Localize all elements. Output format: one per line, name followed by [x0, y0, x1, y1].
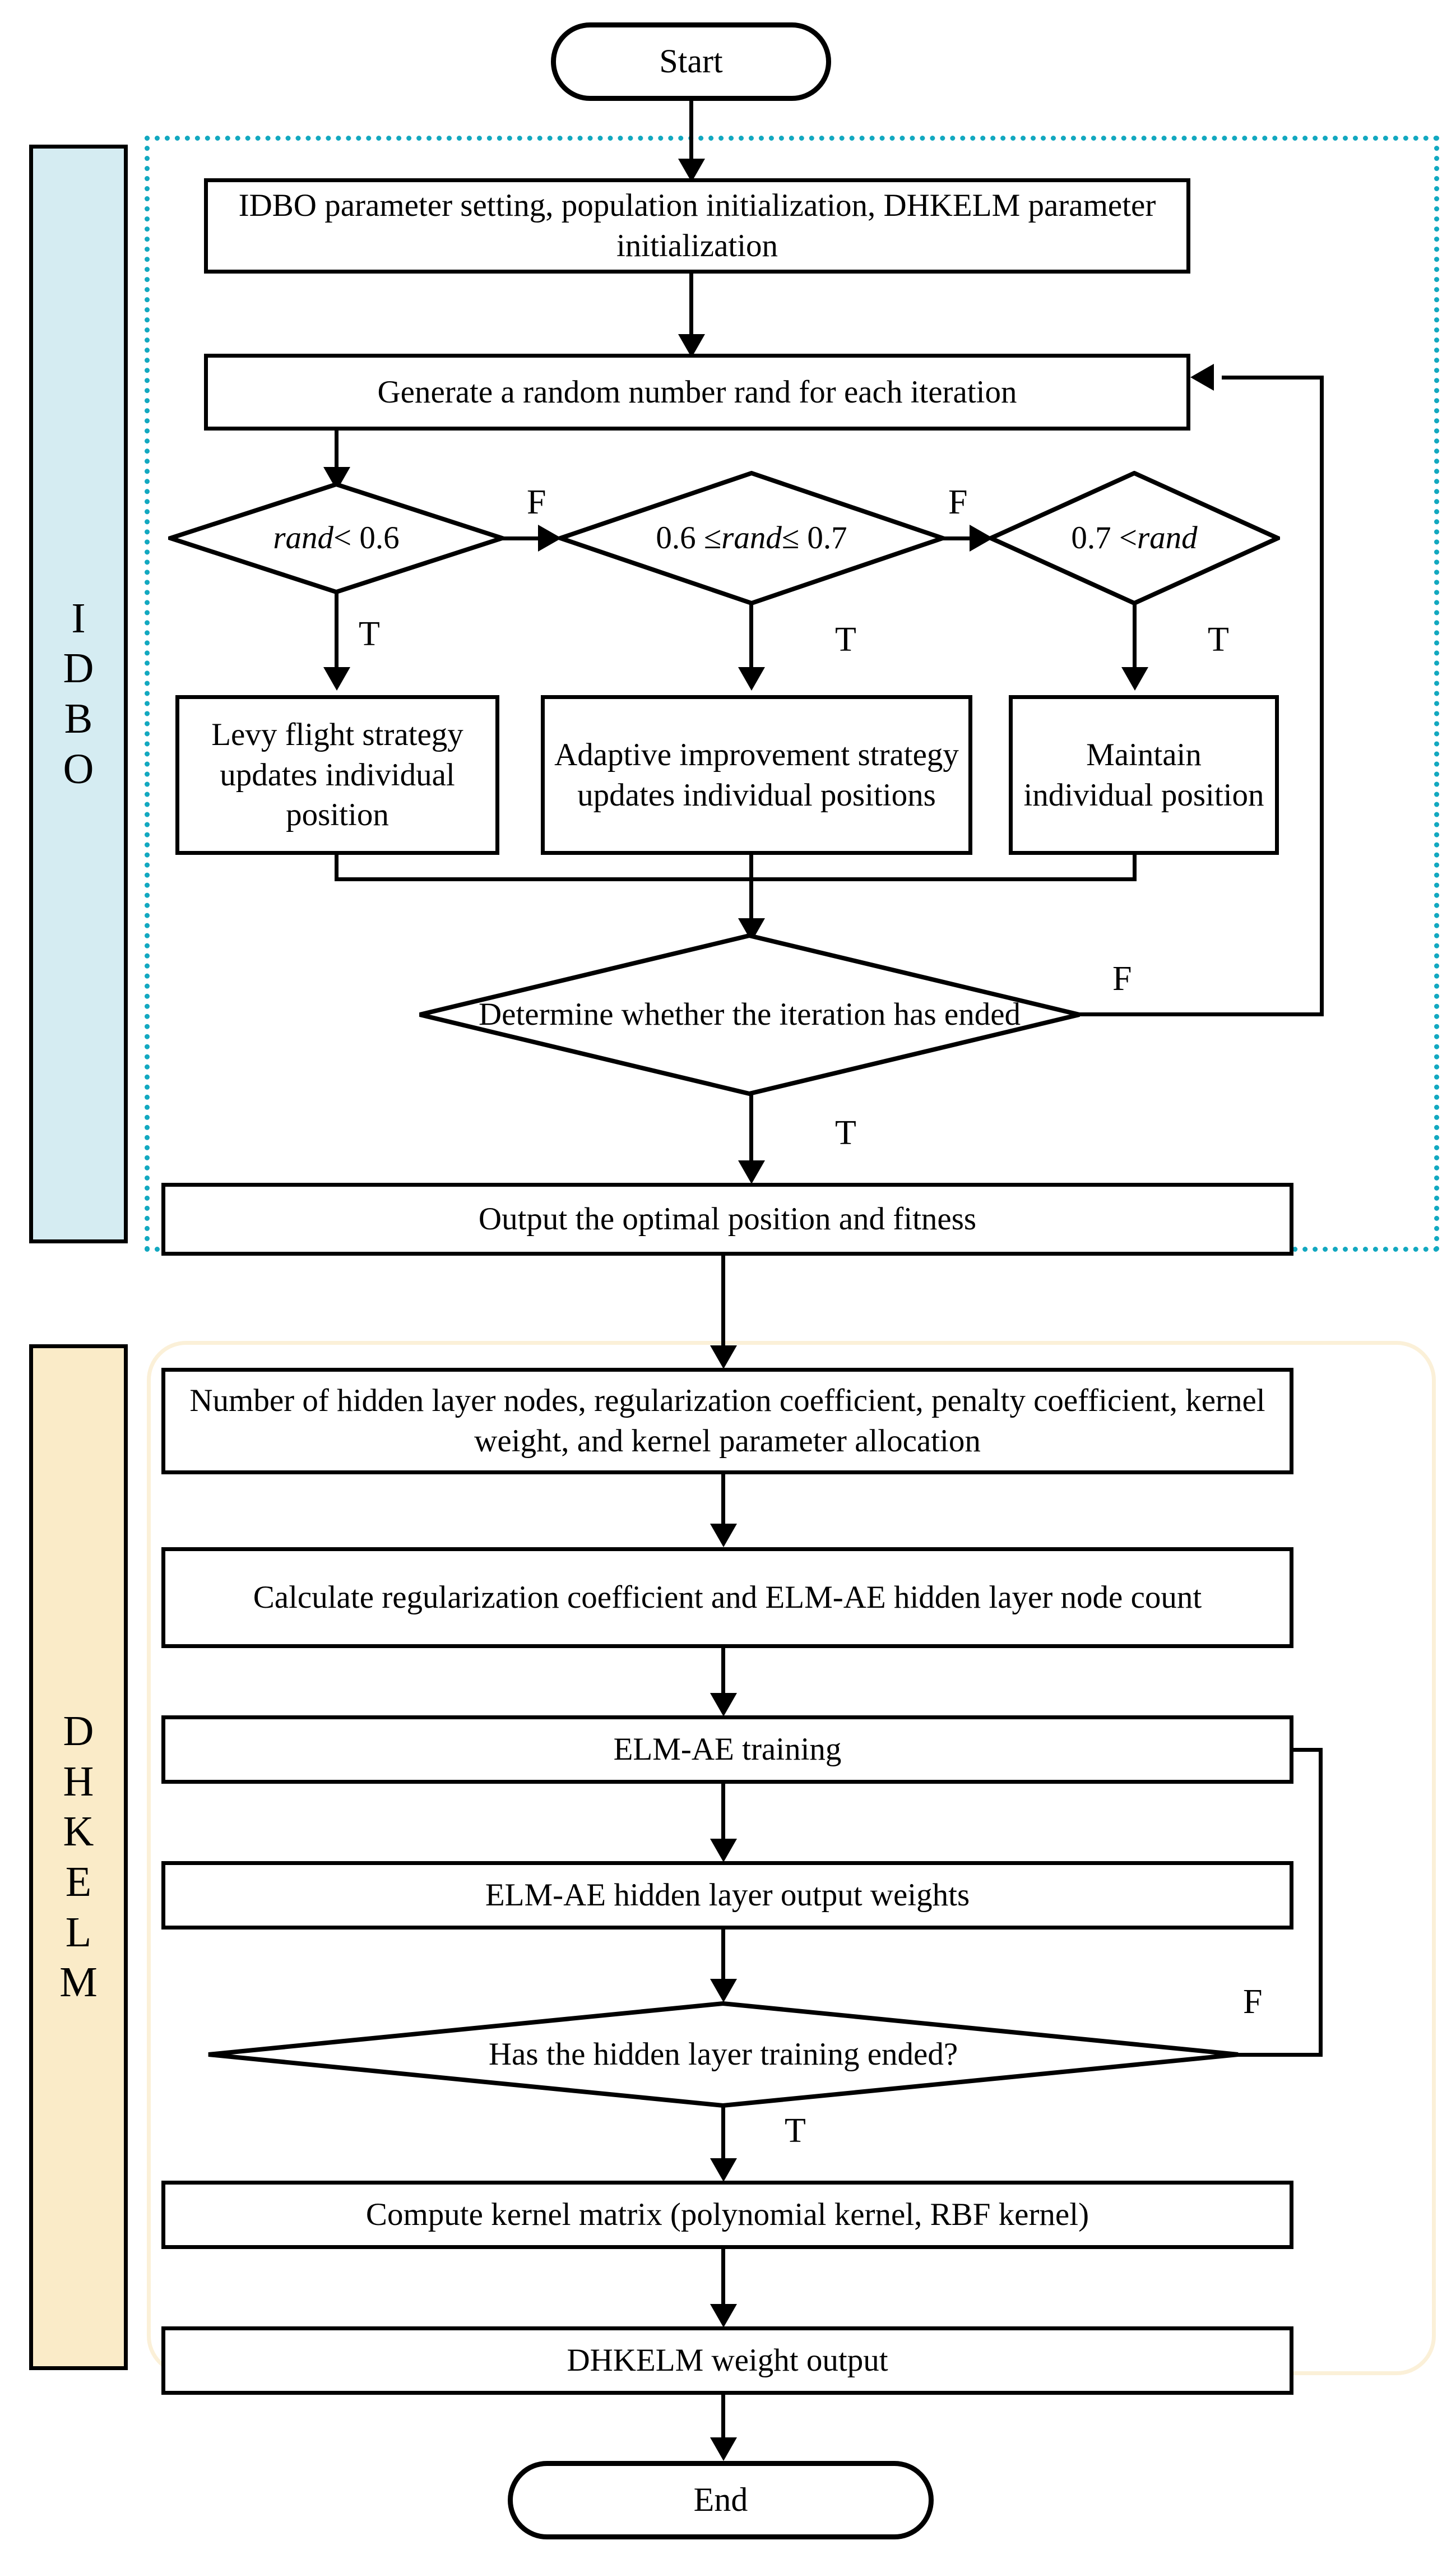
node-generate-random-label: Generate a random number rand for each i… [377, 374, 1017, 410]
arrowhead-params [710, 1345, 737, 1369]
connector-weights-to-hidden-check [721, 1930, 725, 1988]
node-decision-hidden-training-ended[interactable]: Has the hidden layer training ended? [206, 2001, 1240, 2108]
node-adaptive-improvement-label: Adaptive improvement strategy updates in… [554, 737, 959, 813]
node-start-label: Start [659, 43, 723, 80]
node-elm-ae-output-weights-label: ELM-AE hidden layer output weights [485, 1877, 970, 1913]
connector-decision1-to-levy [335, 592, 339, 682]
node-levy-flight-label: Levy flight strategy updates individual … [211, 716, 463, 833]
node-compute-kernel-matrix[interactable]: Compute kernel matrix (polynomial kernel… [161, 2181, 1293, 2249]
region-label-dhkelm-letter-5: M [59, 1959, 98, 2006]
node-decision-rand-lt-06[interactable]: rand < 0.6 [168, 482, 504, 594]
region-label-dhkelm-letter-2: K [63, 1808, 94, 1856]
arrowhead-decision2 [538, 525, 562, 552]
region-label-dhkelm-letter-0: D [63, 1707, 94, 1755]
node-init[interactable]: IDBO parameter setting, population initi… [204, 178, 1190, 274]
edge-label-t3: T [1208, 621, 1229, 659]
connector-calc-to-elm-train [721, 1648, 725, 1700]
node-decision-iteration-ended[interactable]: Determine whether the iteration has ende… [418, 933, 1082, 1096]
region-label-idbo-letter-1: D [63, 645, 94, 692]
region-label-dhkelm-letter-4: L [65, 1908, 92, 1956]
arrowhead-adaptive [738, 667, 765, 691]
arrowhead-maintain [1121, 667, 1148, 691]
edge-label-t-iter: T [835, 1114, 856, 1152]
arrowhead-weight-output [710, 2304, 737, 2328]
arrowhead-output-optimal [738, 1160, 765, 1184]
node-calc-regularization[interactable]: Calculate regularization coefficient and… [161, 1547, 1293, 1648]
node-decision-rand-gt-07[interactable]: 0.7 < rand [989, 471, 1280, 605]
edge-label-t2: T [835, 621, 856, 659]
connector-levy-down [335, 855, 339, 881]
connector-decision3-to-maintain [1133, 603, 1137, 682]
connector-decision2-to-adaptive [749, 603, 753, 682]
connector-init-to-rand [689, 274, 693, 338]
connector-hidden-false-up [1319, 1748, 1323, 2055]
region-label-idbo-letter-0: I [71, 594, 86, 642]
connector-merge-bus [335, 877, 1137, 881]
node-adaptive-improvement[interactable]: Adaptive improvement strategy updates in… [541, 695, 972, 855]
connector-start-to-init [689, 101, 693, 163]
connector-hidden-true-down [721, 2106, 725, 2173]
node-output-optimal[interactable]: Output the optimal position and fitness [161, 1183, 1293, 1256]
region-label-idbo-letter-2: B [64, 695, 93, 742]
node-dhkelm-params[interactable]: Number of hidden layer nodes, regulariza… [161, 1368, 1293, 1474]
connector-maintain-down [1133, 855, 1137, 881]
edge-label-f1: F [527, 483, 546, 521]
node-generate-random[interactable]: Generate a random number rand for each i… [204, 354, 1190, 431]
edge-label-t-hidden: T [785, 2112, 806, 2150]
connector-iter-true-down [749, 1094, 753, 1175]
arrowhead-elm-weights [710, 1839, 737, 1862]
node-compute-kernel-matrix-label: Compute kernel matrix (polynomial kernel… [365, 2197, 1089, 2233]
edge-label-f2: F [948, 483, 968, 521]
node-elm-ae-training-label: ELM-AE training [613, 1732, 842, 1767]
connector-decision1-to-decision2 [502, 536, 553, 540]
node-elm-ae-training[interactable]: ELM-AE training [161, 1715, 1293, 1784]
region-label-idbo: I D B O [29, 145, 128, 1243]
edge-label-t1: T [359, 615, 380, 653]
connector-iter-false-up [1320, 376, 1324, 1015]
node-start[interactable]: Start [551, 22, 831, 101]
connector-hidden-false-right [1236, 2053, 1323, 2057]
connector-kernel-to-weight-output [721, 2249, 725, 2312]
arrowhead-kernel-matrix [710, 2158, 737, 2182]
region-label-dhkelm-letter-1: H [63, 1757, 94, 1805]
connector-bus-to-iter-check [749, 877, 753, 933]
region-label-dhkelm: D H K E L M [29, 1344, 128, 2370]
node-init-label: IDBO parameter setting, population initi… [238, 188, 1156, 263]
connector-iter-false-to-rand [1222, 376, 1321, 380]
node-elm-ae-output-weights[interactable]: ELM-AE hidden layer output weights [161, 1861, 1293, 1930]
node-maintain-position[interactable]: Maintain individual position [1009, 695, 1279, 855]
node-maintain-position-label: Maintain individual position [1023, 737, 1264, 813]
node-levy-flight[interactable]: Levy flight strategy updates individual … [175, 695, 499, 855]
node-output-optimal-label: Output the optimal position and fitness [478, 1201, 977, 1237]
edge-label-f-iter: F [1112, 960, 1132, 998]
edge-label-f-hidden: F [1243, 1983, 1263, 2021]
node-end-label: End [693, 2481, 748, 2519]
connector-params-to-calc [721, 1474, 725, 1530]
arrowhead-rand-loopback [1190, 364, 1214, 391]
region-label-idbo-letter-3: O [63, 745, 94, 793]
node-calc-regularization-label: Calculate regularization coefficient and… [253, 1580, 1202, 1616]
arrowhead-end [710, 2437, 737, 2461]
connector-weight-output-to-end [721, 2395, 725, 2444]
arrowhead-hidden-check [710, 1979, 737, 2002]
arrowhead-calc-reg [710, 1524, 737, 1547]
connector-adaptive-down [749, 855, 753, 881]
connector-output-to-params [721, 1256, 725, 1351]
arrowhead-levy [323, 667, 350, 691]
node-dhkelm-weight-output[interactable]: DHKELM weight output [161, 2326, 1293, 2395]
node-dhkelm-params-label: Number of hidden layer nodes, regulariza… [189, 1383, 1265, 1459]
node-decision-rand-mid[interactable]: 0.6 ≤ rand ≤ 0.7 [558, 471, 945, 605]
connector-iter-false-right [1078, 1012, 1324, 1016]
arrowhead-elm-train [710, 1693, 737, 1716]
connector-rand-to-decision1 [335, 431, 339, 482]
connector-elm-train-to-weights [721, 1784, 725, 1847]
node-dhkelm-weight-output-label: DHKELM weight output [567, 2343, 888, 2379]
connector-decision2-to-decision3 [943, 536, 983, 540]
region-label-dhkelm-letter-3: E [65, 1858, 92, 1905]
node-end[interactable]: End [508, 2461, 934, 2539]
